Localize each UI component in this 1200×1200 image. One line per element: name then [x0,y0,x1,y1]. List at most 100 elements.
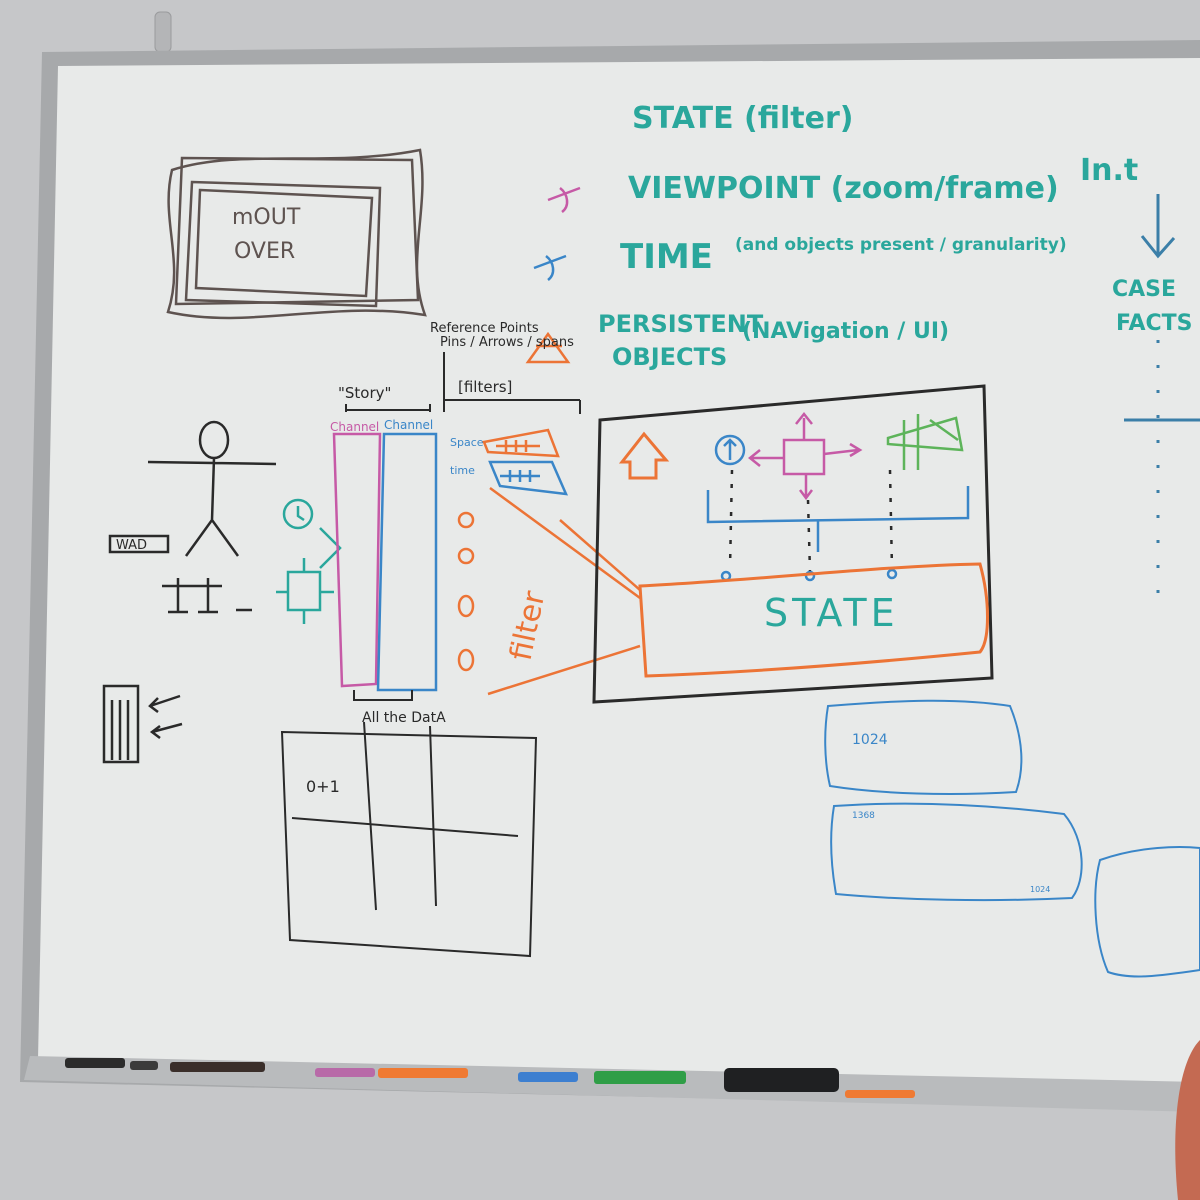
clock-hands [296,506,305,522]
drop-dot-2 [804,570,816,582]
time-dial-circle [714,434,746,466]
marker-orange [378,1068,468,1078]
state-box-label: STATE [764,591,899,635]
building-arrows-icon [148,694,183,739]
note-viewpoint: VIEWPOINT (zoom/frame) [628,171,1059,206]
data-grid-outline [280,730,538,958]
home-icon [618,431,670,480]
time-label: time [450,464,475,477]
clock-icon [282,498,314,530]
mouseover-inner [194,188,374,298]
channels [332,432,438,692]
screen-box-2-tick: 1024 [1030,885,1050,894]
data-grid [280,721,538,958]
markers [65,1058,915,1098]
dotted-drops [728,469,894,573]
all-data-bracket [353,690,413,701]
note-bullets [525,186,581,364]
green-cone [886,416,964,452]
mouseover-sketch [166,148,427,320]
pan-control-icon [747,411,863,501]
all-data-label: All the DatA [362,710,446,726]
channel-1-label: Channel [330,420,379,434]
note-case: CASE [1112,277,1176,302]
data-grid-lines [291,721,519,911]
marker-orange-2 [845,1090,915,1098]
filter-bullet-4 [457,648,475,672]
right-flow [1124,194,1200,600]
reference-text: Reference Points Pins / Arrows / spans [430,321,574,350]
stick-figures [102,420,277,764]
person-shoulder [1175,1040,1200,1200]
note-init: In.t [1080,153,1138,188]
screen-box-2-label: 1368 [852,811,875,821]
wad-box [108,534,170,554]
filter-bullet-2 [457,547,475,565]
marker-black [65,1058,125,1068]
note-persistent: PERSISTENT [598,310,764,338]
marker-blue [518,1072,578,1082]
viewport-frame [592,384,994,704]
wall-hook [154,11,172,53]
top-bracket [706,486,970,524]
pan-arrows [747,411,863,501]
state-box [638,562,989,678]
filter-bullet-3 [457,594,475,618]
time-cone-icon [488,460,569,496]
building-icon [102,684,140,764]
blue-bullet-icon [533,254,567,281]
orange-star-icon [525,331,571,364]
space-cone-icon [482,428,560,458]
small-figure-2 [194,578,222,614]
mouseover-line-1: mOUT [232,205,301,230]
screen-box-2 [830,802,1083,902]
small-figure-1 [162,578,194,614]
grid-label: 0+1 [306,777,340,796]
note-navigation: (NAVigation / UI) [742,319,949,344]
story-label: "Story" [338,384,391,402]
screen-boxes [824,699,1200,978]
space-label: Space [450,436,484,449]
time-dial-arrow [723,438,737,460]
notes: STATE (filter) VIEWPOINT (zoom/frame) TI… [598,101,1193,371]
connect-bracket [706,469,970,582]
marker-black-2 [130,1061,158,1070]
mouseover-text: mOUT OVER [232,205,301,264]
note-facts: FACTS [1116,311,1193,336]
filters-label: [filters] [458,378,512,396]
eraser [724,1068,839,1092]
down-arrow-icon [1140,194,1176,259]
mouseover-inner-2 [184,180,382,308]
story-filter-brackets [345,352,581,414]
marker-green [594,1071,686,1084]
time-dial-icon [714,434,746,466]
screen-box-3 [1094,846,1200,978]
teal-icons [276,498,342,624]
wad-label: WAD [116,538,147,553]
green-cone-icon [886,414,964,470]
filter-bullets [457,486,641,696]
marker-brown [170,1062,265,1072]
note-time: TIME [620,237,713,277]
building-lines [110,700,130,760]
time-ticks [500,470,540,482]
marker-pink [315,1068,375,1077]
stick-figure-body [147,457,277,557]
channel-blue [376,432,438,692]
filter-bullet-1 [457,511,475,529]
teal-square-arrows-icon [276,558,334,624]
note-state-filter: STATE (filter) [632,101,853,136]
channel-2-label: Channel [384,418,433,432]
note-objects: OBJECTS [612,343,727,371]
pink-bullet-icon [547,186,581,213]
drop-dot-3 [886,568,898,580]
screen-box-1-label: 1024 [852,732,888,748]
filter-cones [482,428,569,496]
mouseover-line-2: OVER [234,239,295,264]
note-time-detail: (and objects present / granularity) [735,235,1067,255]
reference-points: Reference Points [430,321,539,336]
channel-pink [332,432,382,688]
space-ticks [496,440,540,452]
green-hatch [902,414,959,470]
